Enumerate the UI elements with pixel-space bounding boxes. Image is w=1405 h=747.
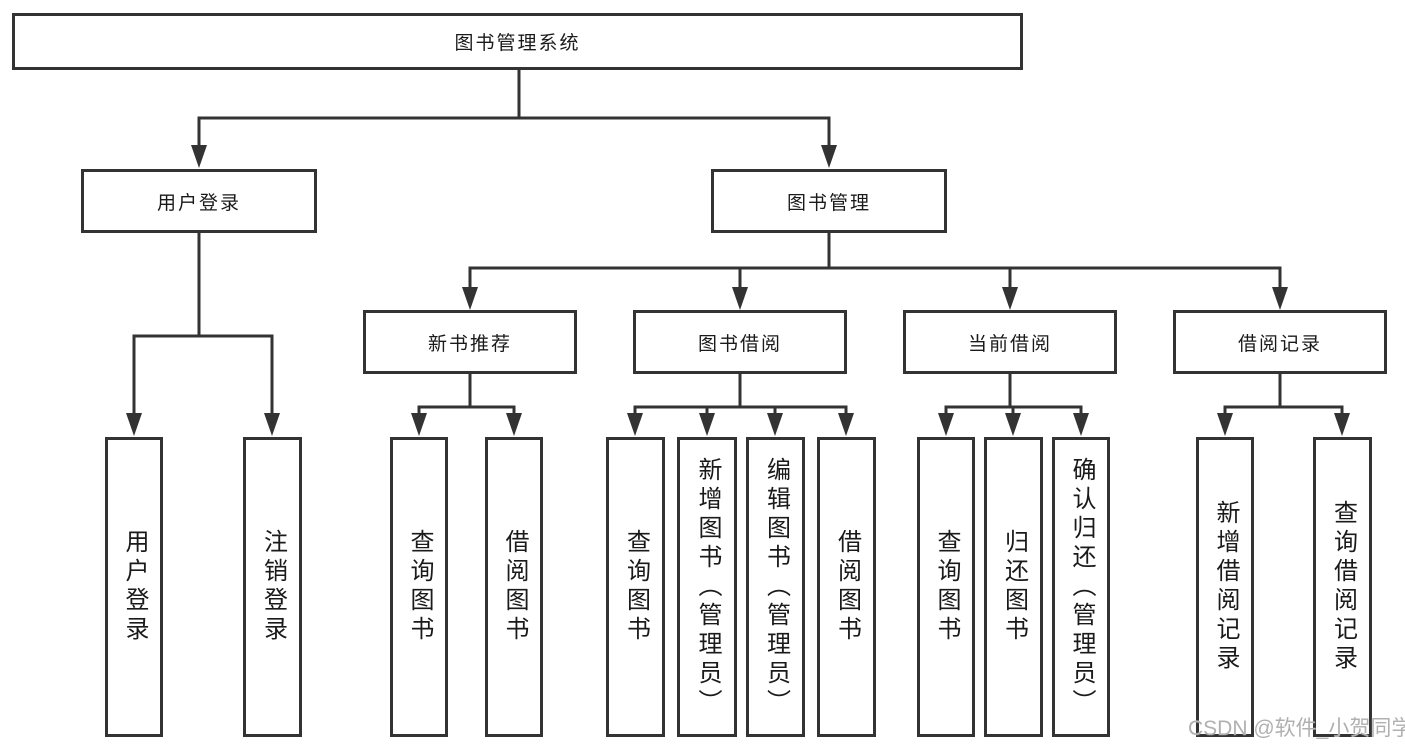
arrow-down-icon (126, 413, 142, 436)
arrow-down-icon (264, 413, 280, 436)
leaf-edit-books-admin: 编辑图书（管理员） (746, 437, 805, 737)
node-book-management: 图书管理 (711, 169, 947, 233)
arrowheads (126, 145, 1350, 436)
leaf-logout: 注销登录 (243, 437, 302, 737)
node-label: 借阅记录 (1237, 333, 1322, 355)
leaf-query-books-3: 查询图书 (917, 437, 975, 737)
connector-newbook-to-leaves (417, 374, 516, 418)
connector-records-to-leaves (1223, 374, 1344, 418)
arrow-down-icon (1217, 413, 1233, 436)
leaf-add-borrow-record: 新增借阅记录 (1196, 437, 1254, 737)
node-borrowing-records: 借阅记录 (1173, 310, 1387, 374)
leaf-query-books-1: 查询图书 (390, 437, 448, 737)
arrow-down-icon (938, 413, 954, 436)
arrow-down-icon (732, 287, 748, 310)
arrow-down-icon (411, 413, 427, 436)
arrow-down-icon (627, 413, 643, 436)
node-label: 用户登录 (156, 192, 241, 214)
connector-current-to-leaves (944, 374, 1083, 418)
node-root-library-system: 图书管理系统 (12, 13, 1023, 70)
leaf-label: 查询图书 (933, 529, 960, 645)
leaf-query-borrow-record: 查询借阅记录 (1313, 437, 1372, 737)
leaf-label: 新增借阅记录 (1212, 500, 1239, 674)
connector-userlogin-to-leaves (132, 233, 274, 418)
node-user-login: 用户登录 (81, 169, 317, 233)
node-label: 图书管理 (786, 192, 871, 214)
node-label: 图书管理系统 (454, 33, 581, 54)
connector-borrow-to-leaves (633, 374, 848, 418)
leaf-user-login: 用户登录 (105, 437, 163, 737)
connector-bookmgmt-to-level3 (468, 233, 1282, 291)
arrow-down-icon (1272, 287, 1288, 310)
csdn-watermark: CSDN @软件_小贺同学 (1188, 717, 1405, 740)
leaf-label: 借阅图书 (501, 529, 528, 645)
leaf-label: 确认归还（管理员） (1068, 456, 1095, 718)
arrow-down-icon (1334, 413, 1350, 436)
arrow-down-icon (1002, 287, 1018, 310)
arrow-down-icon (462, 287, 478, 310)
leaf-label: 查询图书 (622, 529, 650, 645)
arrow-down-icon (191, 145, 207, 168)
leaf-label: 新增图书（管理员） (694, 456, 721, 718)
leaf-borrow-books-2: 借阅图书 (817, 437, 876, 737)
node-new-book-recommend: 新书推荐 (363, 310, 577, 374)
leaf-label: 查询借阅记录 (1329, 500, 1357, 674)
node-current-borrowing: 当前借阅 (903, 310, 1117, 374)
arrow-down-icon (506, 413, 522, 436)
node-label: 当前借阅 (967, 333, 1052, 355)
leaf-label: 归还图书 (1000, 529, 1028, 645)
leaf-add-books-admin: 新增图书（管理员） (677, 437, 737, 737)
connector-root-to-level2 (197, 70, 831, 150)
arrow-down-icon (838, 413, 854, 436)
leaf-return-books: 归还图书 (984, 437, 1043, 737)
arrow-down-icon (699, 413, 715, 436)
node-label: 图书借阅 (697, 333, 782, 355)
leaf-label: 用户登录 (121, 529, 148, 645)
leaf-label: 编辑图书（管理员） (762, 456, 790, 718)
leaf-query-books-2: 查询图书 (606, 437, 665, 737)
arrow-down-icon (1073, 413, 1089, 436)
leaf-label: 查询图书 (406, 529, 433, 645)
leaf-label: 注销登录 (259, 529, 287, 645)
arrow-down-icon (821, 145, 837, 168)
node-label: 新书推荐 (427, 333, 512, 355)
arrow-down-icon (767, 413, 783, 436)
leaf-label: 借阅图书 (833, 529, 861, 645)
node-book-borrowing: 图书借阅 (633, 310, 847, 374)
arrow-down-icon (1005, 413, 1021, 436)
leaf-confirm-return-admin: 确认归还（管理员） (1052, 437, 1110, 737)
leaf-borrow-books-1: 借阅图书 (485, 437, 543, 737)
